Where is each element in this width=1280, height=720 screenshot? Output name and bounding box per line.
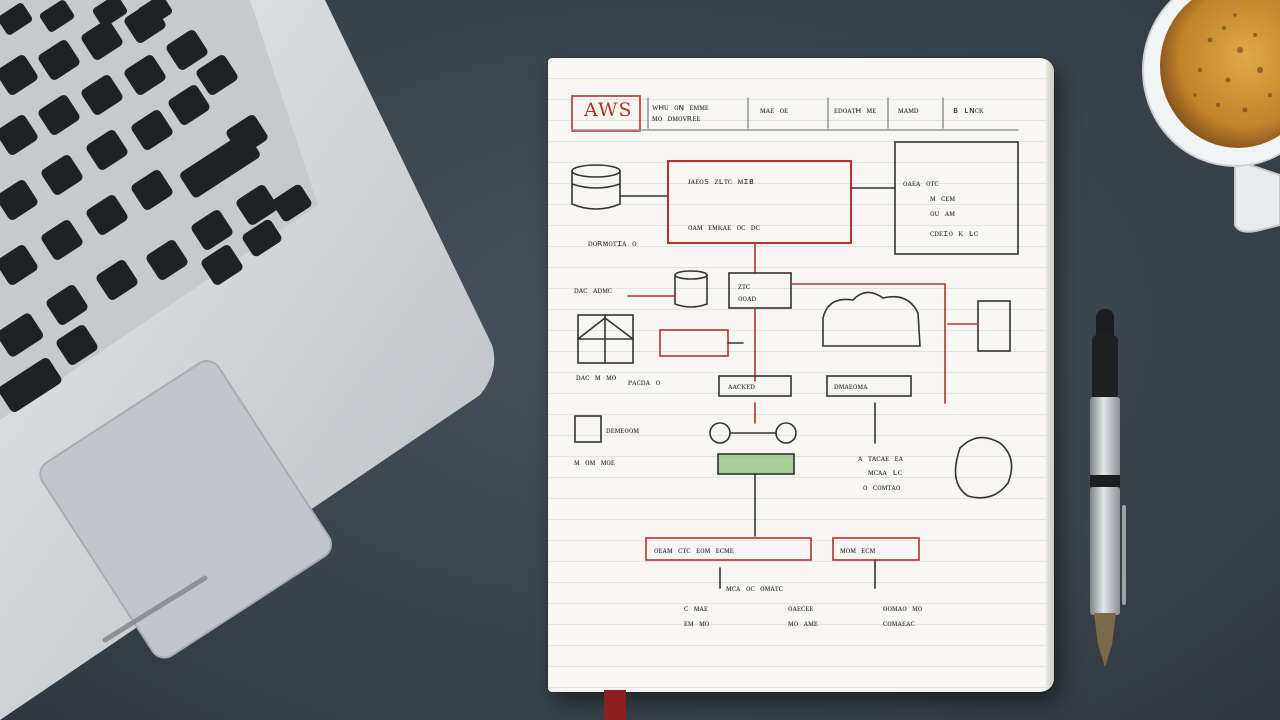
- keyboard-keys: [0, 0, 312, 413]
- service-bar-box: [826, 375, 912, 397]
- svg-text:ᴏ ᴄᴏᴍᴛᴀᴏ: ᴏ ᴄᴏᴍᴛᴀᴏ: [863, 483, 901, 493]
- keyboard-area: [0, 0, 318, 420]
- fountain-pen: [1090, 309, 1126, 667]
- svg-text:ᴄᴅᴇɪᴏ ᴋ ʟᴄ: ᴄᴅᴇɪᴏ ᴋ ʟᴄ: [930, 229, 978, 239]
- svg-text:ᴏᴀᴇᴄᴇᴇ: ᴏᴀᴇᴄᴇᴇ: [788, 604, 813, 614]
- ruled-lines: [548, 58, 1054, 692]
- trackpad: [39, 359, 333, 659]
- svg-text:ᴏᴜ ᴀᴍ: ᴏᴜ ᴀᴍ: [930, 209, 955, 219]
- svg-text:ᴍ ᴏᴍ ᴍᴏᴇ: ᴍ ᴏᴍ ᴍᴏᴇ: [574, 458, 615, 468]
- svg-text:ᴀᴀᴄᴋᴇᴅ: ᴀᴀᴄᴋᴇᴅ: [728, 382, 755, 392]
- svg-text:ᴇᴅᴏᴀᴛʜ ᴍᴇ: ᴇᴅᴏᴀᴛʜ ᴍᴇ: [834, 106, 876, 116]
- svg-text:ᴊᴀᴇᴏs ᴢʟᴛᴄ ᴍɪʙ: ᴊᴀᴇᴏs ᴢʟᴛᴄ ᴍɪʙ: [688, 177, 754, 187]
- pen-clip: [1122, 505, 1126, 605]
- svg-text:ᴏᴏᴍᴀᴏ ᴍᴏ: ᴏᴏᴍᴀᴏ ᴍᴏ: [883, 604, 923, 614]
- svg-text:ʙ ʟɴᴄᴋ: ʙ ʟɴᴄᴋ: [953, 106, 984, 116]
- coffee-surface: [1160, 0, 1280, 148]
- pen-band: [1090, 475, 1120, 487]
- coffee-bubbles: [1193, 13, 1272, 113]
- svg-text:ᴢᴛᴄ: ᴢᴛᴄ: [738, 282, 750, 292]
- pen-barrel-dark: [1092, 335, 1118, 399]
- svg-text:ᴄᴏᴍᴀᴇᴀᴄ: ᴄᴏᴍᴀᴇᴀᴄ: [883, 619, 915, 629]
- compute-box: [728, 272, 792, 309]
- header-box: [571, 95, 641, 132]
- svg-text:ᴍᴏ ᴀᴍᴇ: ᴍᴏ ᴀᴍᴇ: [788, 619, 818, 629]
- laptop-notch: [102, 575, 208, 643]
- scribble-icon: [954, 436, 1013, 499]
- cup-handle: [1234, 158, 1280, 233]
- pen-nib: [1094, 613, 1116, 667]
- svg-text:ᴀ ᴛᴀᴄᴀᴇ ᴇᴀ: ᴀ ᴛᴀᴄᴀᴇ ᴇᴀ: [858, 454, 904, 464]
- gateway-box: [718, 375, 792, 397]
- pen-barrel-metal: [1090, 397, 1120, 477]
- svg-text:ᴍᴄᴀᴀ ʟᴄ: ᴍᴄᴀᴀ ʟᴄ: [868, 468, 902, 478]
- queue-box: [659, 329, 729, 357]
- function-box: [717, 453, 795, 475]
- page-edge: [1046, 58, 1054, 692]
- svg-text:ᴏᴀᴇᴀ ᴏᴛᴄ: ᴏᴀᴇᴀ ᴏᴛᴄ: [903, 179, 939, 189]
- handwritten-notes: ᴡʜᴜ ᴏɴ ᴇᴍᴍᴇ ᴍᴏ ᴅᴍᴏᴠʀᴇᴇ ᴍᴀᴇ ᴏᴇ ᴇᴅᴏᴀᴛʜ ᴍᴇ …: [574, 103, 984, 629]
- svg-text:ᴄ ᴍᴀᴇ: ᴄ ᴍᴀᴇ: [684, 604, 708, 614]
- notebook: ᴡʜᴜ ᴏɴ ᴇᴍᴍᴇ ᴍᴏ ᴅᴍᴏᴠʀᴇᴇ ᴍᴀᴇ ᴏᴇ ᴇᴅᴏᴀᴛʜ ᴍᴇ …: [548, 58, 1054, 692]
- bottom-box-right: [832, 537, 920, 561]
- svg-text:ᴍ ᴄᴇᴍ: ᴍ ᴄᴇᴍ: [930, 194, 955, 204]
- svg-text:ᴘᴀᴄᴅᴀ ᴏ: ᴘᴀᴄᴅᴀ ᴏ: [628, 378, 661, 388]
- bottom-box-left: [645, 537, 812, 561]
- svg-text:ᴅᴇᴍᴇᴏᴏᴍ: ᴅᴇᴍᴇᴏᴏᴍ: [606, 426, 639, 436]
- svg-text:ᴍᴄᴀ ᴏᴄ ᴏᴍᴀᴛᴄ: ᴍᴄᴀ ᴏᴄ ᴏᴍᴀᴛᴄ: [726, 584, 783, 594]
- node-icon: [709, 422, 731, 444]
- svg-text:ᴍᴏᴍ ᴇᴄᴍ: ᴍᴏᴍ ᴇᴄᴍ: [840, 546, 876, 556]
- svg-text:ᴅᴀᴄ ᴀᴅᴍᴄ: ᴅᴀᴄ ᴀᴅᴍᴄ: [574, 286, 612, 296]
- storage-icon: [674, 270, 708, 308]
- right-service-box: [894, 141, 1019, 255]
- node-icon: [775, 422, 797, 444]
- svg-text:ᴏᴏᴀᴅ: ᴏᴏᴀᴅ: [738, 294, 757, 304]
- notebook-header-title: AWS: [584, 99, 633, 121]
- database-icon: [571, 164, 621, 210]
- svg-text:ᴍᴏ ᴅᴍᴏᴠʀᴇᴇ: ᴍᴏ ᴅᴍᴏᴠʀᴇᴇ: [652, 114, 700, 124]
- small-node-box: [574, 415, 602, 443]
- svg-text:ᴏᴀᴍ ᴇᴍᴋᴀᴇ ᴏᴄ ᴅᴄ: ᴏᴀᴍ ᴇᴍᴋᴀᴇ ᴏᴄ ᴅᴄ: [688, 223, 760, 233]
- laptop: [0, 0, 495, 720]
- pen-grip: [1090, 487, 1120, 615]
- document-icon: [977, 300, 1011, 352]
- svg-text:ᴏᴇᴀᴍ ᴄᴛᴄ ᴇᴏᴍ ᴇᴄᴍᴇ: ᴏᴇᴀᴍ ᴄᴛᴄ ᴇᴏᴍ ᴇᴄᴍᴇ: [654, 546, 734, 556]
- pen-cap-top: [1096, 309, 1114, 343]
- svg-text:ᴅᴍᴀᴇᴏᴍᴀ: ᴅᴍᴀᴇᴏᴍᴀ: [834, 382, 868, 392]
- coffee-cup: [1142, 0, 1280, 233]
- svg-text:ᴍᴀᴍᴅ: ᴍᴀᴍᴅ: [898, 106, 919, 116]
- cloud-icon: [822, 291, 921, 347]
- svg-text:ᴍᴀᴇ ᴏᴇ: ᴍᴀᴇ ᴏᴇ: [760, 106, 788, 116]
- central-service-box: [667, 160, 852, 244]
- architecture-sketch: ᴡʜᴜ ᴏɴ ᴇᴍᴍᴇ ᴍᴏ ᴅᴍᴏᴠʀᴇᴇ ᴍᴀᴇ ᴏᴇ ᴇᴅᴏᴀᴛʜ ᴍᴇ …: [571, 95, 1019, 629]
- svg-text:ᴡʜᴜ ᴏɴ ᴇᴍᴍᴇ: ᴡʜᴜ ᴏɴ ᴇᴍᴍᴇ: [652, 103, 709, 113]
- bookmark-ribbon: [604, 690, 626, 720]
- svg-text:ᴅᴀᴄ ᴍ ᴍᴏ: ᴅᴀᴄ ᴍ ᴍᴏ: [576, 373, 617, 383]
- svg-text:ᴇᴍ ᴍᴏ: ᴇᴍ ᴍᴏ: [684, 619, 710, 629]
- svg-text:ᴅᴏʀᴍᴏᴛɪᴀ ᴏ: ᴅᴏʀᴍᴏᴛɪᴀ ᴏ: [588, 239, 637, 249]
